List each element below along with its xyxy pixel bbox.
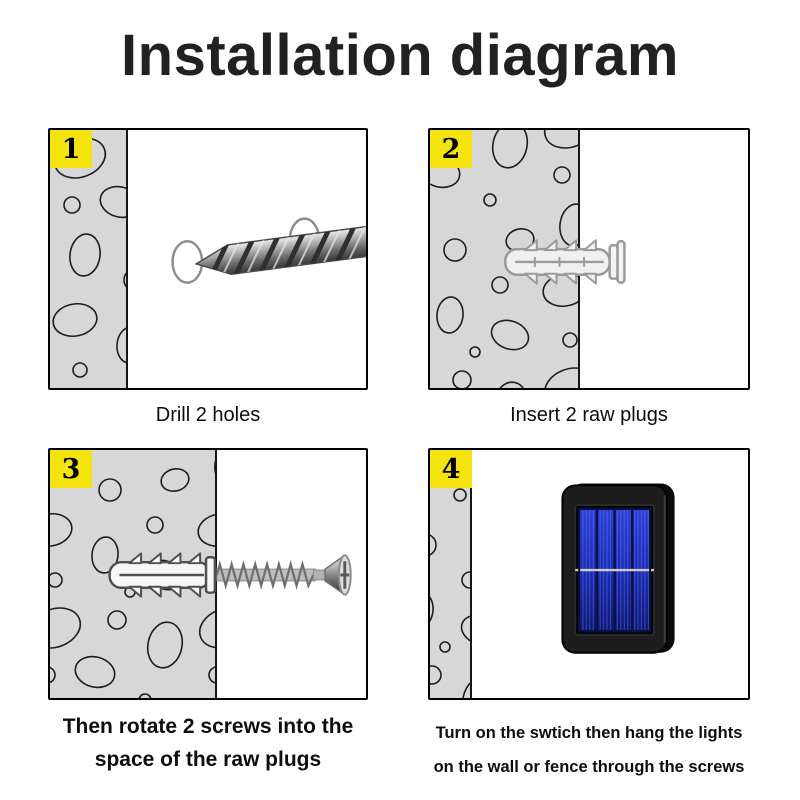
wall-plug-icon xyxy=(108,552,217,598)
step-3-caption: Then rotate 2 screws into the space of t… xyxy=(48,710,368,776)
solar-light-illustration xyxy=(561,483,675,654)
solar-light-icon xyxy=(561,483,675,654)
step-1-badge: 1 xyxy=(50,130,92,168)
caption-line: Then rotate 2 screws into the xyxy=(62,715,354,738)
caption-line: space of the raw plugs xyxy=(94,748,322,771)
step-1-caption: Drill 2 holes xyxy=(155,404,261,426)
step-3-badge: 3 xyxy=(50,450,92,488)
step-2-badge: 2 xyxy=(430,130,472,168)
screw-icon xyxy=(215,553,352,597)
drill-hole-icon xyxy=(171,240,204,284)
raw-plug-illustration xyxy=(504,239,626,285)
screw-in-plug-illustration xyxy=(108,552,352,598)
step-4-badge: 4 xyxy=(430,450,472,488)
step-1-panel: 1 xyxy=(48,128,368,390)
step-2-panel: 2 xyxy=(428,128,750,390)
wall-texture xyxy=(50,130,128,388)
drill-illustration xyxy=(171,217,366,284)
step-3-panel: 3 xyxy=(48,448,368,700)
step-4-caption: Turn on the swtich then hang the lights … xyxy=(428,716,750,784)
wall-texture xyxy=(430,450,472,698)
caption-line: Turn on the swtich then hang the lights xyxy=(435,724,743,742)
step-4-panel: 4 xyxy=(428,448,750,700)
step-2-caption: Insert 2 raw plugs xyxy=(510,404,668,426)
caption-line: on the wall or fence through the screws xyxy=(433,758,745,776)
page-title: Installation diagram xyxy=(121,23,679,88)
drill-bit-icon xyxy=(194,224,366,279)
raw-plug-icon xyxy=(504,239,626,285)
